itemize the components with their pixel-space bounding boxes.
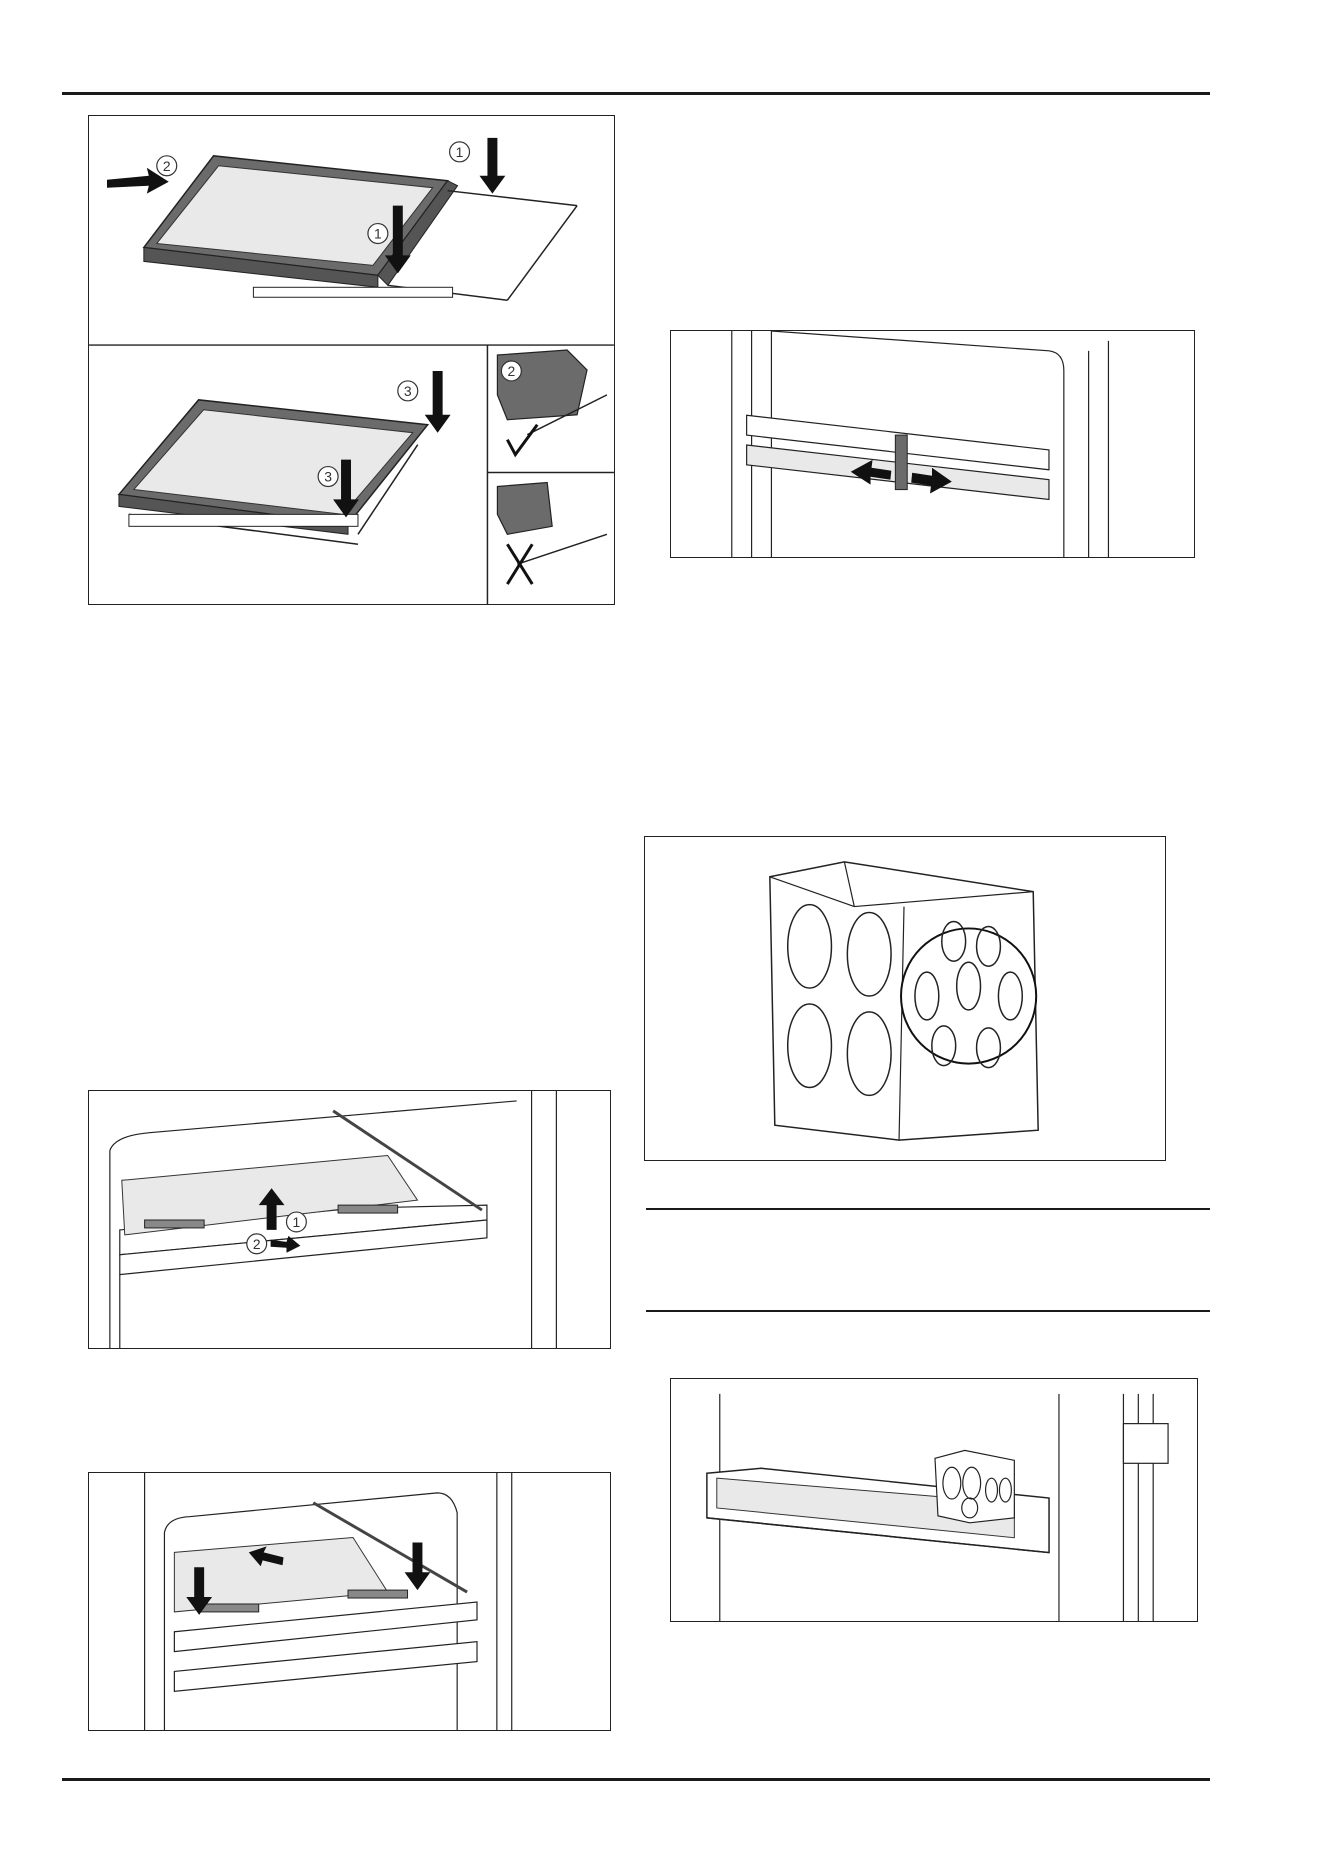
figure-shelf-assembly: 1 2 1 3 3 [88,115,615,605]
figure-shelf-insert [88,1472,611,1731]
figure-bottle-holder [644,836,1166,1161]
shelf-remove-illustration: 1 2 [89,1091,610,1348]
bottle-holder-in-door-illustration [671,1379,1197,1621]
figure-door-shelf-divider [670,330,1195,558]
figure-bottle-holder-in-door [670,1378,1198,1622]
callout-3b-label: 3 [324,469,332,485]
detail-incorrect [497,482,607,584]
callout-remove-2: 2 [247,1234,267,1254]
section-rule-top [646,1208,1210,1210]
callout-2b-label: 2 [507,363,515,379]
lower-shelf-frame [119,400,428,544]
detail-correct: 2 [497,350,607,455]
callout-2a-label: 2 [163,158,171,174]
bottle-holder-illustration [645,837,1165,1160]
callout-3a: 3 [398,381,418,401]
callout-remove-1-label: 1 [293,1214,301,1230]
arrow-press-right [405,1542,431,1590]
section-rule-bottom [646,1310,1210,1312]
arrow-down-right [479,138,505,194]
callout-1b: 1 [368,224,388,244]
callout-3a-label: 3 [404,383,412,399]
callout-1a-label: 1 [456,144,464,160]
arrow-down-rear [425,371,451,433]
figure-shelf-remove: 1 2 [88,1090,611,1349]
callout-1a: 1 [450,142,470,162]
callout-remove-1: 1 [286,1212,306,1232]
shelf-assembly-illustration: 1 2 1 3 3 [89,116,614,604]
callout-remove-2-label: 2 [253,1236,261,1252]
callout-1b-label: 1 [374,225,382,241]
door-shelf-divider-illustration [671,331,1194,557]
shelf-insert-illustration [89,1473,610,1730]
callout-3b: 3 [318,467,338,487]
small-bottle-holder [935,1450,1014,1522]
header-rule [62,92,1210,95]
upper-shelf-frame [144,156,577,300]
callout-2a: 2 [157,156,177,176]
footer-rule [62,1778,1210,1781]
